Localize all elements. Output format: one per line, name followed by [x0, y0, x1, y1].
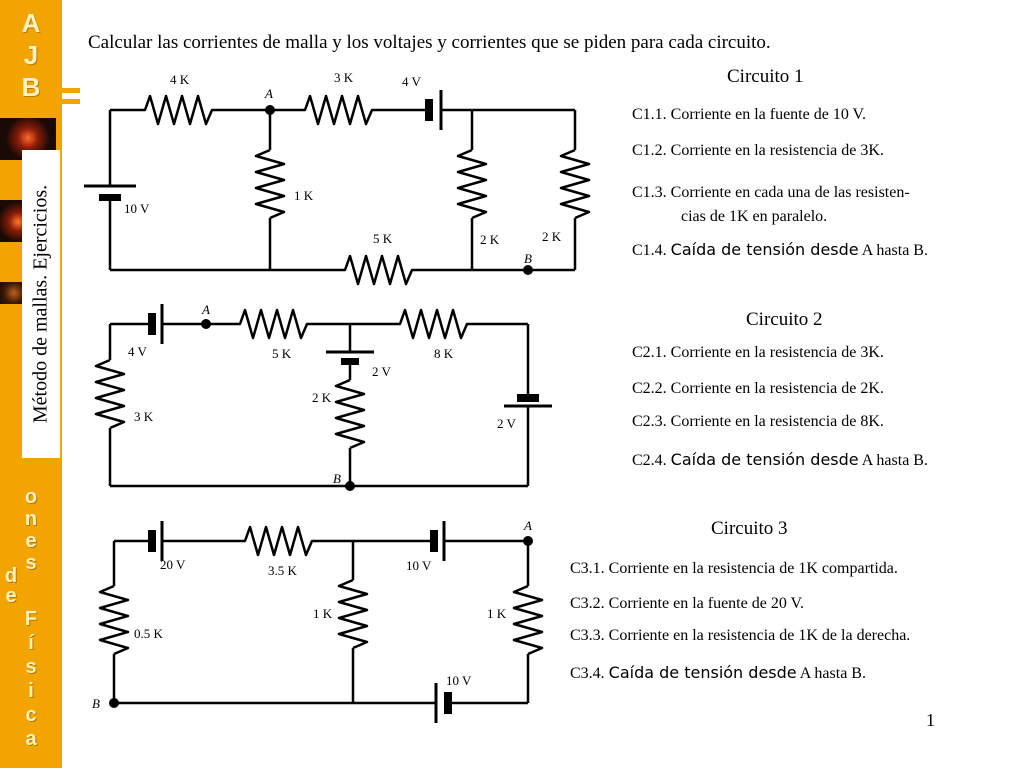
c1-label-5k: 5 K [373, 231, 393, 246]
c3-label-20v: 20 V [160, 557, 186, 572]
sidebar-letter: A [21, 8, 41, 38]
c1-label-4k: 4 K [170, 72, 190, 87]
sidebar-letter: í [28, 632, 34, 654]
c2-node-a: A [202, 302, 210, 317]
circuit-1-heading: Circuito 1 [727, 66, 804, 87]
circuit-3-heading: Circuito 3 [711, 518, 788, 539]
sidebar-letter: s [25, 552, 37, 574]
c2-label-2v-right: 2 V [497, 416, 516, 431]
sidebar-letter: J [23, 40, 39, 70]
c3-label-1k-right: 1 K [487, 606, 507, 621]
c1-label-1k: 1 K [294, 188, 314, 203]
c2-label-8k: 8 K [434, 346, 454, 361]
sidebar-letter: e [25, 530, 37, 552]
c2-label-2k: 2 K [312, 390, 332, 405]
page-number: 1 [926, 710, 935, 730]
c1-label-3k: 3 K [334, 70, 354, 85]
sidebar-letter: i [28, 680, 34, 702]
c2-label-2v-mid: 2 V [372, 364, 391, 379]
decorative-bar [60, 88, 80, 93]
question-c2-2: C2.2. Corriente en la resistencia de 2K. [632, 380, 884, 397]
c1-label-10v: 10 V [124, 201, 150, 216]
circuit-1-diagram [84, 90, 591, 286]
c1-label-4v: 4 V [402, 74, 421, 89]
question-c1-3-cont: cias de 1K en paralelo. [681, 208, 828, 225]
c2-label-4v: 4 V [128, 344, 147, 359]
c1-node-a: A [265, 86, 273, 101]
sidebar-letter: e [5, 585, 17, 607]
sidebar-letter: d [4, 565, 18, 587]
question-c3-1: C3.1. Corriente en la resistencia de 1K … [570, 560, 898, 577]
sidebar-letter: B [21, 72, 41, 102]
c3-label-3-5k: 3.5 K [268, 563, 297, 578]
c3-label-1k-mid: 1 K [313, 606, 333, 621]
page-title: Calcular las corrientes de malla y los v… [88, 32, 771, 53]
question-c2-4: C2.4. Caída de tensión desde A hasta B. [632, 450, 928, 469]
decorative-bar [60, 99, 80, 104]
c3-label-10v-top: 10 V [406, 558, 432, 573]
question-c3-2: C3.2. Corriente en la fuente de 20 V. [570, 595, 805, 612]
sidebar-letter: F [24, 608, 38, 630]
c1-label-2k-left: 2 K [480, 232, 500, 247]
circuit-2-diagram [94, 304, 552, 491]
c2-label-3k: 3 K [134, 409, 154, 424]
sidebar-letter: c [25, 704, 37, 726]
sidebar-letter: n [24, 508, 38, 530]
question-c1-1: C1.1. Corriente en la fuente de 10 V. [632, 106, 867, 123]
c1-node-b: B [524, 251, 532, 266]
c2-node-b: B [333, 471, 341, 486]
c3-label-0-5k: 0.5 K [134, 626, 163, 641]
question-c2-3: C2.3. Corriente en la resistencia de 8K. [632, 413, 884, 430]
circuit-3-diagram [98, 521, 544, 723]
circuit-2-heading: Circuito 2 [746, 309, 823, 330]
c3-label-10v-bottom: 10 V [446, 673, 472, 688]
c3-node-a: A [524, 518, 532, 533]
vertical-label-box [22, 150, 60, 458]
c2-label-5k: 5 K [272, 346, 292, 361]
question-c1-2: C1.2. Corriente en la resistencia de 3K. [632, 142, 884, 159]
c1-label-2k-right: 2 K [542, 229, 562, 244]
sidebar-letter: s [25, 656, 37, 678]
sidebar-letter: a [25, 728, 37, 750]
question-c1-4: C1.4. Caída de tensión desde A hasta B. [632, 240, 928, 259]
question-c3-4: C3.4. Caída de tensión desde A hasta B. [570, 663, 866, 682]
question-c3-3: C3.3. Corriente en la resistencia de 1K … [570, 627, 911, 644]
question-c1-3: C1.3. Corriente en cada una de las resis… [632, 184, 910, 201]
sidebar-letter: o [24, 486, 38, 508]
question-c2-1: C2.1. Corriente en la resistencia de 3K. [632, 344, 884, 361]
c3-node-b: B [92, 696, 100, 711]
sidebar: A J B Método de mallas. Ejercicios. o n … [0, 0, 62, 768]
